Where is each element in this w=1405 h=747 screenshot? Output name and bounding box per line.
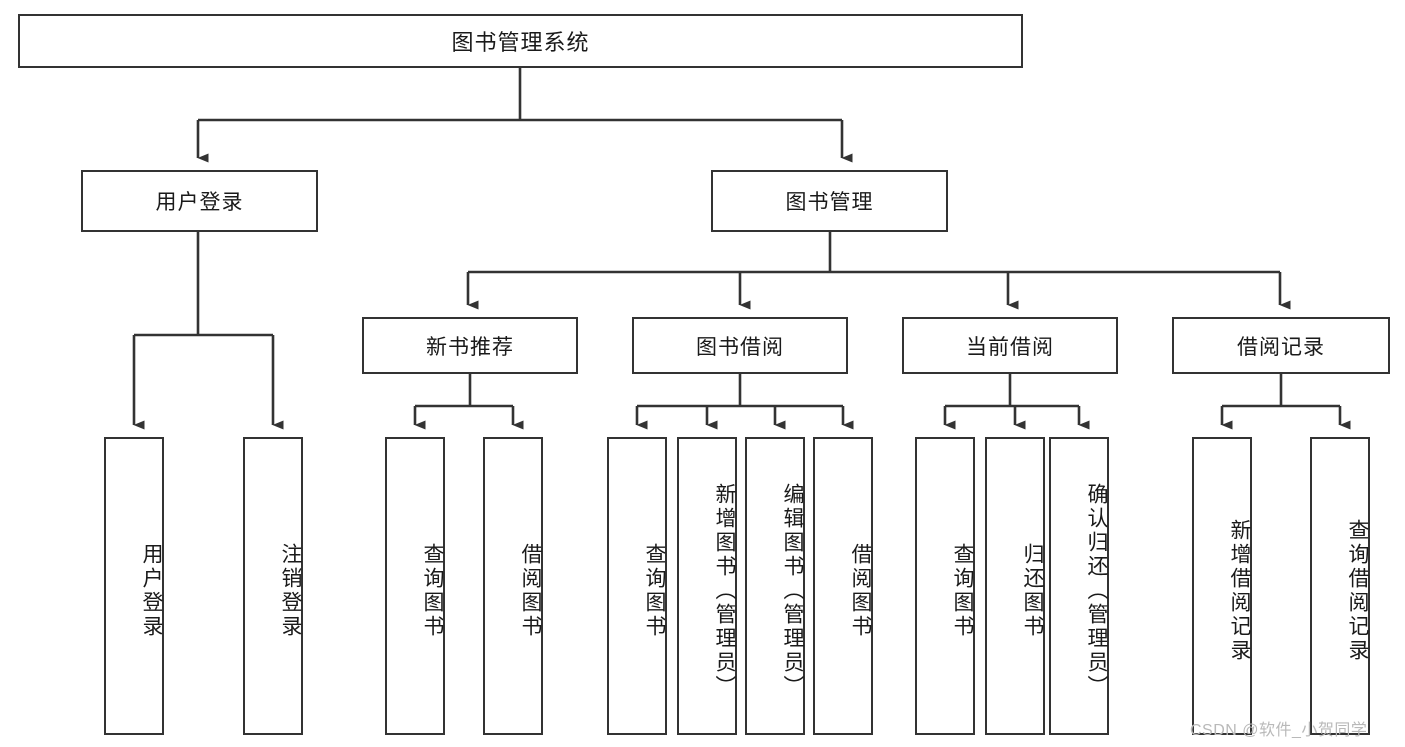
node-leaf-borrow-book-b[interactable]: 借阅图书 — [813, 437, 873, 735]
node-leaf-user-login[interactable]: 用户登录 — [104, 437, 164, 735]
node-book-borrow[interactable]: 图书借阅 — [632, 317, 848, 374]
node-leaf-confirm-return[interactable]: 确认归还（管理员） — [1049, 437, 1109, 735]
node-leaf-query-record[interactable]: 查询借阅记录 — [1310, 437, 1370, 735]
node-book-manage[interactable]: 图书管理 — [711, 170, 948, 232]
node-leaf-query-book-a[interactable]: 查询图书 — [385, 437, 445, 735]
node-leaf-add-book[interactable]: 新增图书（管理员） — [677, 437, 737, 735]
node-leaf-query-book-c[interactable]: 查询图书 — [915, 437, 975, 735]
node-leaf-return-book[interactable]: 归还图书 — [985, 437, 1045, 735]
node-leaf-logout[interactable]: 注销登录 — [243, 437, 303, 735]
watermark: CSDN @软件_小贺同学 — [1190, 722, 1368, 739]
node-root[interactable]: 图书管理系统 — [18, 14, 1023, 68]
node-leaf-query-book-b[interactable]: 查询图书 — [607, 437, 667, 735]
node-leaf-edit-book[interactable]: 编辑图书（管理员） — [745, 437, 805, 735]
node-borrow-record[interactable]: 借阅记录 — [1172, 317, 1390, 374]
node-current-borrow[interactable]: 当前借阅 — [902, 317, 1118, 374]
node-new-book-recommend[interactable]: 新书推荐 — [362, 317, 578, 374]
node-leaf-borrow-book-a[interactable]: 借阅图书 — [483, 437, 543, 735]
node-leaf-add-record[interactable]: 新增借阅记录 — [1192, 437, 1252, 735]
node-user-login[interactable]: 用户登录 — [81, 170, 318, 232]
